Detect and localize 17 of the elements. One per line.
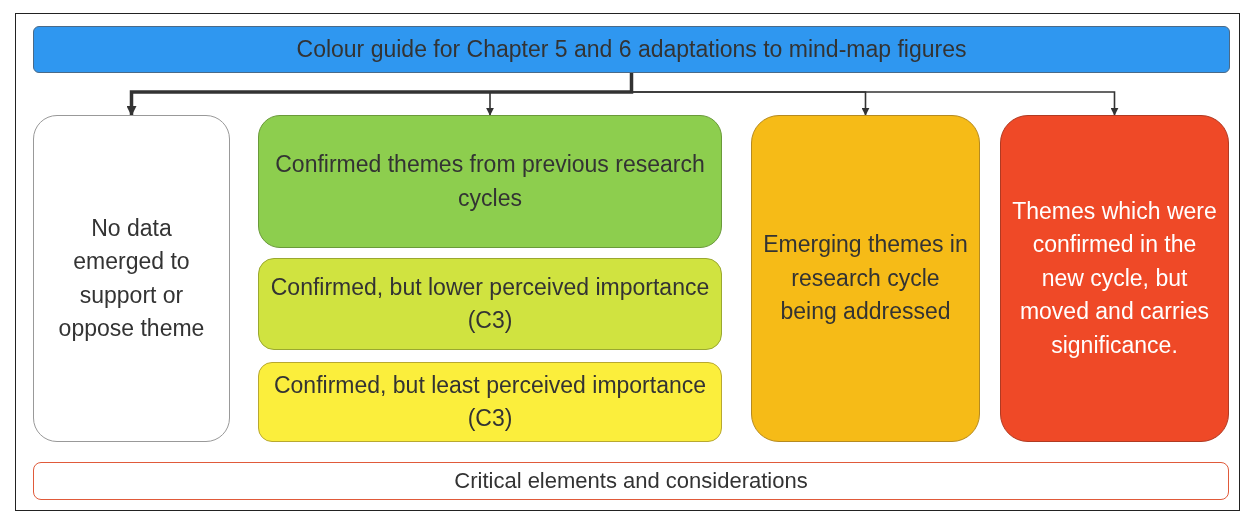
box-label: Themes which were confirmed in the new cycle, but moved and carries significance. — [1011, 197, 1218, 360]
category-box — [33, 115, 230, 442]
box-label: Emerging themes in research cycle being addressed — [762, 230, 969, 327]
category-box — [751, 115, 980, 442]
connector-arrow — [126, 73, 634, 116]
title-box — [33, 26, 1230, 73]
category-box — [258, 115, 722, 248]
box-label: Confirmed, but least perceived importance (C3) — [272, 370, 708, 433]
box-label: Confirmed, but lower perceived importance (C3) — [269, 272, 711, 335]
banner-box — [33, 462, 1229, 500]
category-box — [1000, 115, 1229, 442]
box-label: No data emerged to support or oppose theme — [57, 213, 206, 343]
category-box — [258, 258, 722, 350]
box-label: Critical elements and considerations — [454, 467, 808, 496]
box-label: Confirmed themes from previous research cycles — [274, 150, 706, 213]
box-label: Colour guide for Chapter 5 and 6 adaptations to mind-map figures — [296, 34, 967, 64]
category-box — [258, 362, 722, 442]
